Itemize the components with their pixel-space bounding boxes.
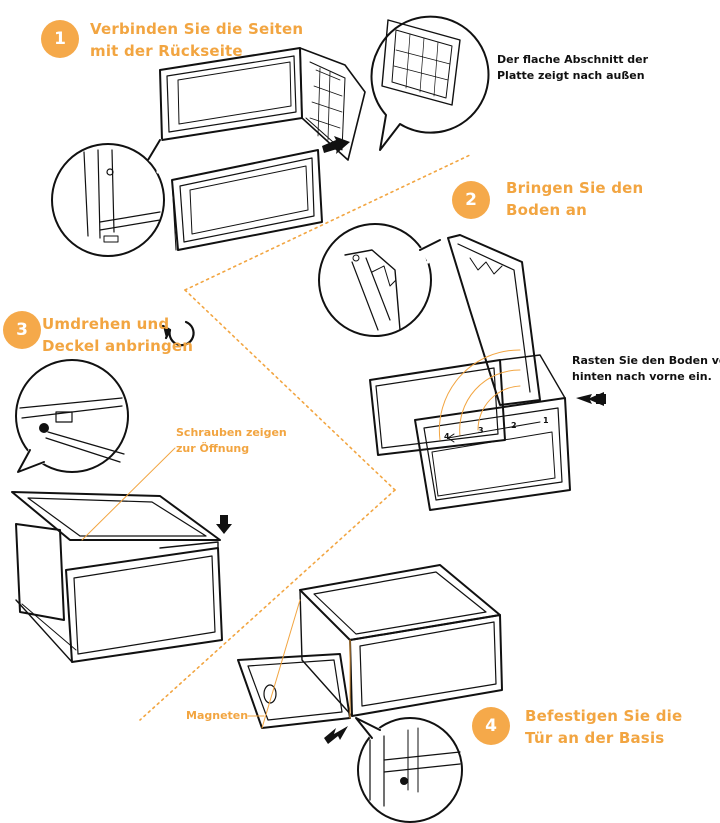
snap-note-line2: hinten nach vorne ein.: [572, 370, 712, 383]
sequence-mark-1: 1: [543, 416, 549, 425]
step4-title-line1: Befestigen Sie die: [525, 707, 683, 725]
step4-push-arrow-icon: [324, 726, 348, 744]
step3-box: [15, 523, 223, 663]
step3-title-line2: Deckel anbringen: [42, 337, 194, 355]
sequence-mark-4: 4: [444, 432, 450, 441]
step3-screws-pointer: [81, 447, 176, 541]
snap-note: Rasten Sie den Boden von hinten nach vor…: [572, 353, 720, 385]
sequence-mark-3: 3: [478, 426, 484, 435]
step1-title-line1: Verbinden Sie die Seiten: [90, 20, 304, 38]
step1-side-panel-grid: [299, 47, 366, 161]
step4-door: [237, 653, 351, 729]
screws-note-line2: zur Öffnung: [176, 442, 250, 455]
step1-badge: 1: [41, 20, 79, 58]
step2-push-arrow-icon: [576, 392, 606, 406]
step3-rotate-arrow-icon: [161, 320, 195, 347]
step2-guide-arcs: [438, 349, 521, 441]
step1-title-line2: mit der Rückseite: [90, 42, 243, 60]
step2-title-line2: Boden an: [506, 201, 587, 219]
step2-sequence-arrows: [447, 421, 541, 443]
step2-title: Bringen Sie den Boden an: [506, 177, 643, 221]
step2-title-line1: Bringen Sie den: [506, 179, 644, 197]
step3-title-line1: Umdrehen und: [42, 315, 170, 333]
flat-side-note-line1: Der flache Abschnitt der: [497, 53, 649, 66]
step3-lid: [11, 491, 221, 541]
screws-note: Schrauben zeigen zur Öffnung: [176, 425, 287, 457]
step4-box: [299, 564, 503, 717]
flat-side-note-line2: Platte zeigt nach außen: [497, 69, 645, 82]
step3-zoom-bubble: [15, 359, 129, 474]
step4-title: Befestigen Sie die Tür an der Basis: [525, 705, 682, 749]
step1-title: Verbinden Sie die Seiten mit der Rücksei…: [90, 18, 303, 62]
snap-note-line1: Rasten Sie den Boden von: [572, 354, 720, 367]
step1-side-panel-bottom: [171, 149, 323, 251]
flat-side-note: Der flache Abschnitt der Platte zeigt na…: [497, 52, 648, 84]
step3-down-arrow-icon: [216, 515, 232, 534]
sequence-mark-2: 2: [511, 421, 517, 430]
screws-note-line1: Schrauben zeigen: [176, 426, 287, 439]
step3-title: Umdrehen und Deckel anbringen: [42, 313, 193, 357]
step4-badge: 4: [472, 707, 510, 745]
step4-guide-lines: [247, 599, 351, 729]
step2-box-frame: [369, 234, 571, 511]
step1-detail-bubble: [51, 138, 165, 257]
step4-title-line2: Tür an der Basis: [525, 729, 665, 747]
step3-badge: 3: [3, 311, 41, 349]
magnets-note: Magneten: [186, 709, 249, 722]
step4-zoom-bubble: [354, 716, 463, 823]
step-divider-lines: [139, 154, 471, 721]
step1-push-arrow-icon: [322, 136, 350, 154]
step2-zoom-bubble: [318, 223, 442, 337]
step2-badge: 2: [452, 181, 490, 219]
step1-zoom-bubble: [370, 15, 490, 151]
